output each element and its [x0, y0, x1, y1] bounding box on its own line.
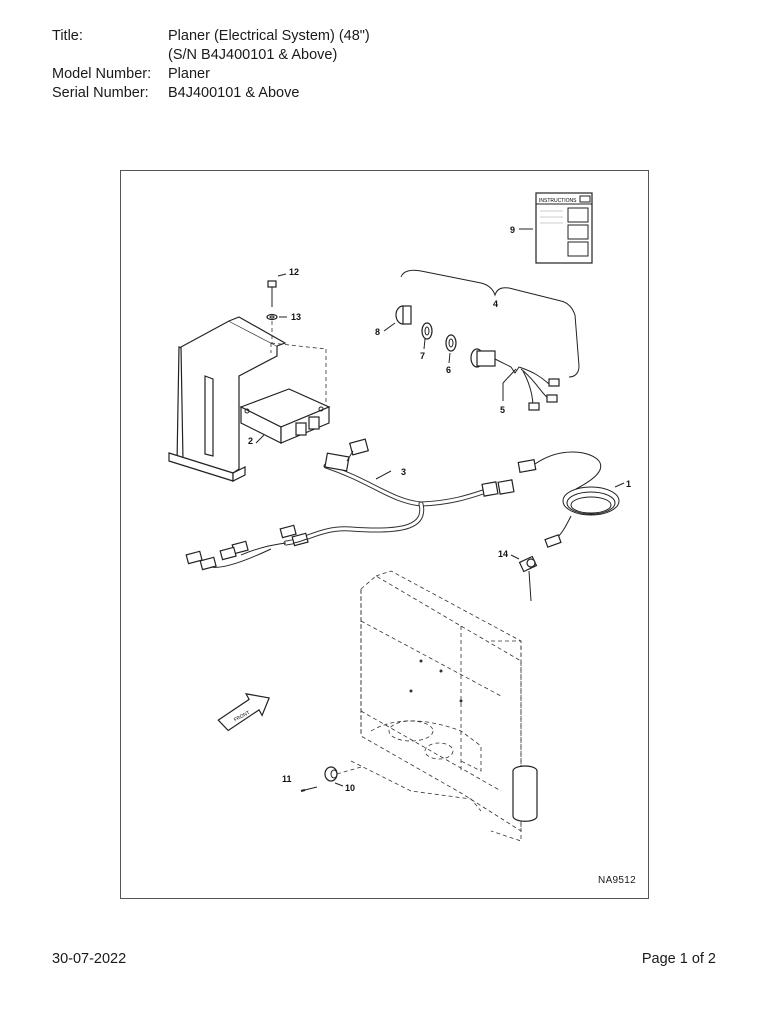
bolt-and-washer	[266, 273, 287, 343]
sensor-cable	[544, 460, 625, 548]
exploded-view-drawing: INSTRUCTIONS	[168, 192, 631, 842]
title-row: Title: Planer (Electrical System) (48") …	[52, 27, 370, 65]
callout-5: 5	[500, 405, 505, 415]
serial-value: B4J400101 & Above	[168, 85, 300, 101]
callout-7: 7	[420, 351, 425, 361]
callout-1: 1	[626, 479, 631, 489]
title-label: Title:	[52, 28, 83, 44]
wiring-harness	[185, 438, 600, 571]
model-row: Model Number: Planer	[52, 65, 370, 84]
callout-8: 8	[375, 327, 380, 337]
callout-13: 13	[291, 312, 301, 322]
page-indicator: Page 1 of 2	[641, 951, 716, 967]
callout-14: 14	[498, 549, 508, 559]
callout-12: 12	[289, 267, 299, 277]
parts-diagram: INSTRUCTIONS	[120, 170, 649, 899]
sensor	[510, 554, 538, 602]
serial-label: Serial Number:	[52, 85, 149, 101]
direction-arrow: FRONT	[217, 693, 270, 732]
document-header: Title: Planer (Electrical System) (48") …	[52, 27, 370, 103]
machine-frame	[350, 570, 538, 842]
callout-2: 2	[248, 436, 253, 446]
title-line-2: (S/N B4J400101 & Above)	[168, 47, 338, 63]
mounting-bracket	[168, 316, 327, 482]
model-value: Planer	[168, 66, 210, 82]
callout-9: 9	[510, 225, 515, 235]
instructions-manual: INSTRUCTIONS	[535, 192, 593, 264]
title-value: Planer (Electrical System) (48") (S/N B4…	[168, 27, 370, 65]
model-label: Model Number:	[52, 66, 152, 82]
callout-6: 6	[446, 365, 451, 375]
callout-3: 3	[401, 467, 406, 477]
callout-4: 4	[493, 299, 498, 309]
fasteners	[300, 766, 362, 792]
figure-code: NA9512	[598, 875, 636, 886]
serial-row: Serial Number: B4J400101 & Above	[52, 84, 370, 103]
controller-module	[239, 388, 331, 444]
callout-10: 10	[345, 783, 355, 793]
title-line-1: Planer (Electrical System) (48")	[168, 28, 370, 44]
footer-date: 30-07-2022	[52, 951, 127, 967]
instructions-label: INSTRUCTIONS	[539, 198, 577, 204]
switch-kit	[383, 269, 580, 411]
callout-11: 11	[282, 774, 292, 784]
